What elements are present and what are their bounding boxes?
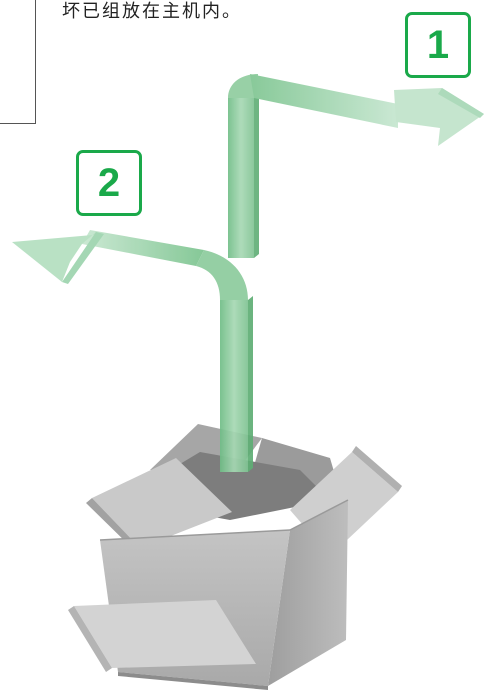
step-2-badge: 2 xyxy=(76,150,142,216)
step-1-badge: 1 xyxy=(405,12,471,78)
arrow-1-icon xyxy=(228,74,484,258)
